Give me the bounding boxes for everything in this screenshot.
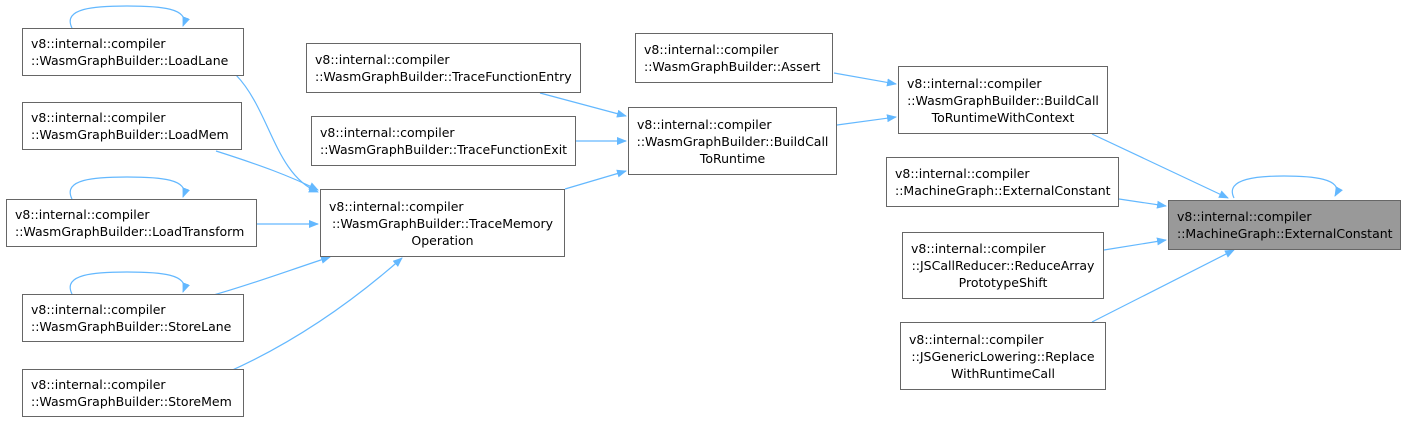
node-label-line: ::WasmGraphBuilder::StoreMem (31, 394, 232, 409)
edge-loadmem-to-tracememory (215, 150, 319, 191)
node-wasm-trace-function-exit[interactable]: v8::internal::compiler ::WasmGraphBuilde… (311, 116, 576, 166)
node-label-line: ::MachineGraph::ExternalConstant (895, 183, 1111, 198)
edge-replace-to-externalconstant (1091, 249, 1235, 323)
edge-withcontext-to-externalconstant (1091, 133, 1229, 199)
edge-reducearray-to-externalconstant (1103, 237, 1167, 251)
node-wasm-load-mem[interactable]: v8::internal::compiler ::WasmGraphBuilde… (22, 102, 242, 150)
node-label-line: ::JSCallReducer::ReduceArray (911, 258, 1095, 273)
node-label-line: v8::internal::compiler (907, 75, 1042, 91)
edge-storemem-to-tracememory (227, 257, 403, 373)
node-label-line: v8::internal::compiler (31, 110, 166, 125)
node-wasm-build-call-to-runtime-with-context[interactable]: v8::internal::compiler ::WasmGraphBuilde… (898, 66, 1108, 134)
node-label-line: ::WasmGraphBuilder::TraceMemory (331, 215, 554, 231)
node-label-line: ::WasmGraphBuilder::Assert (644, 59, 821, 74)
node-label-line: ::WasmGraphBuilder::LoadLane (31, 53, 229, 68)
node-label-line: ::WasmGraphBuilder::LoadTransform (15, 224, 245, 239)
node-wasm-load-lane[interactable]: v8::internal::compiler ::WasmGraphBuilde… (22, 28, 244, 76)
node-wasm-trace-function-entry[interactable]: v8::internal::compiler ::WasmGraphBuilde… (306, 43, 581, 93)
edge-externalconstant-self (1231, 175, 1343, 199)
node-label-line: v8::internal::compiler (320, 125, 455, 140)
node-wasm-load-transform[interactable]: v8::internal::compiler ::WasmGraphBuilde… (6, 199, 257, 247)
node-label-line: Operation (411, 232, 474, 248)
node-wasm-assert[interactable]: v8::internal::compiler ::WasmGraphBuilde… (635, 33, 833, 83)
node-label-line: ToRuntime (699, 150, 766, 166)
node-label-line: ::WasmGraphBuilder::StoreLane (31, 319, 232, 334)
node-label-line: v8::internal::compiler (644, 42, 779, 57)
edge-tracememory-to-buildcall (564, 169, 627, 190)
node-label-line: ::JSGenericLowering::Replace (911, 348, 1095, 364)
edge-traceentry-to-buildcall (539, 92, 627, 118)
node-label-line: v8::internal::compiler (31, 377, 166, 392)
node-label-line: ToRuntimeWithContext (931, 109, 1075, 125)
node-label-line: v8::internal::compiler (637, 116, 772, 132)
edge-loadlane-self (69, 5, 190, 29)
edge-machinegraph-to-externalconstant (1118, 198, 1167, 209)
node-label-line: v8::internal::compiler (31, 302, 166, 317)
node-js-call-reducer-reduce-array-prototype-shift[interactable]: v8::internal::compiler ::JSCallReducer::… (902, 232, 1104, 299)
node-label-line: v8::internal::compiler (315, 52, 450, 67)
node-label-line: v8::internal::compiler (329, 198, 464, 214)
node-label-line: PrototypeShift (958, 275, 1048, 290)
node-wasm-trace-memory-operation[interactable]: v8::internal::compiler ::WasmGraphBuilde… (320, 189, 565, 257)
node-wasm-store-mem[interactable]: v8::internal::compiler ::WasmGraphBuilde… (22, 369, 244, 417)
node-label-line: v8::internal::compiler (31, 36, 166, 51)
node-label-line: ::WasmGraphBuilder::BuildCall (636, 133, 829, 149)
node-label-line: v8::internal::compiler (909, 331, 1044, 347)
node-wasm-store-lane[interactable]: v8::internal::compiler ::WasmGraphBuilde… (22, 294, 244, 342)
node-machine-graph-external-constant-caller[interactable]: v8::internal::compiler ::MachineGraph::E… (886, 157, 1119, 207)
node-label-line: ::WasmGraphBuilder::TraceFunctionEntry (315, 69, 572, 84)
node-js-generic-lowering-replace-with-runtime-call[interactable]: v8::internal::compiler ::JSGenericLoweri… (900, 322, 1106, 390)
edge-assert-to-withcontext (833, 72, 897, 87)
node-label-line: ::WasmGraphBuilder::TraceFunctionExit (320, 142, 568, 157)
node-label-line: v8::internal::compiler (895, 166, 1030, 181)
node-machine-graph-external-constant-highlight[interactable]: v8::internal::compiler ::MachineGraph::E… (1168, 200, 1401, 250)
edge-storelane-self (69, 271, 190, 295)
node-wasm-build-call-to-runtime[interactable]: v8::internal::compiler ::WasmGraphBuilde… (628, 107, 837, 175)
node-label-line: v8::internal::compiler (911, 241, 1046, 256)
node-label-line: ::WasmGraphBuilder::LoadMem (31, 127, 229, 142)
node-label-line: v8::internal::compiler (1177, 209, 1312, 224)
edge-storelane-to-tracememory (209, 255, 331, 297)
node-label-line: ::MachineGraph::ExternalConstant (1177, 226, 1393, 241)
node-label-line: v8::internal::compiler (15, 207, 150, 222)
edge-loadtransform-self (69, 176, 190, 200)
edge-buildcall-to-withcontext (836, 114, 897, 126)
node-label-line: ::WasmGraphBuilder::BuildCall (907, 92, 1099, 108)
node-label-line: WithRuntimeCall (951, 365, 1055, 381)
